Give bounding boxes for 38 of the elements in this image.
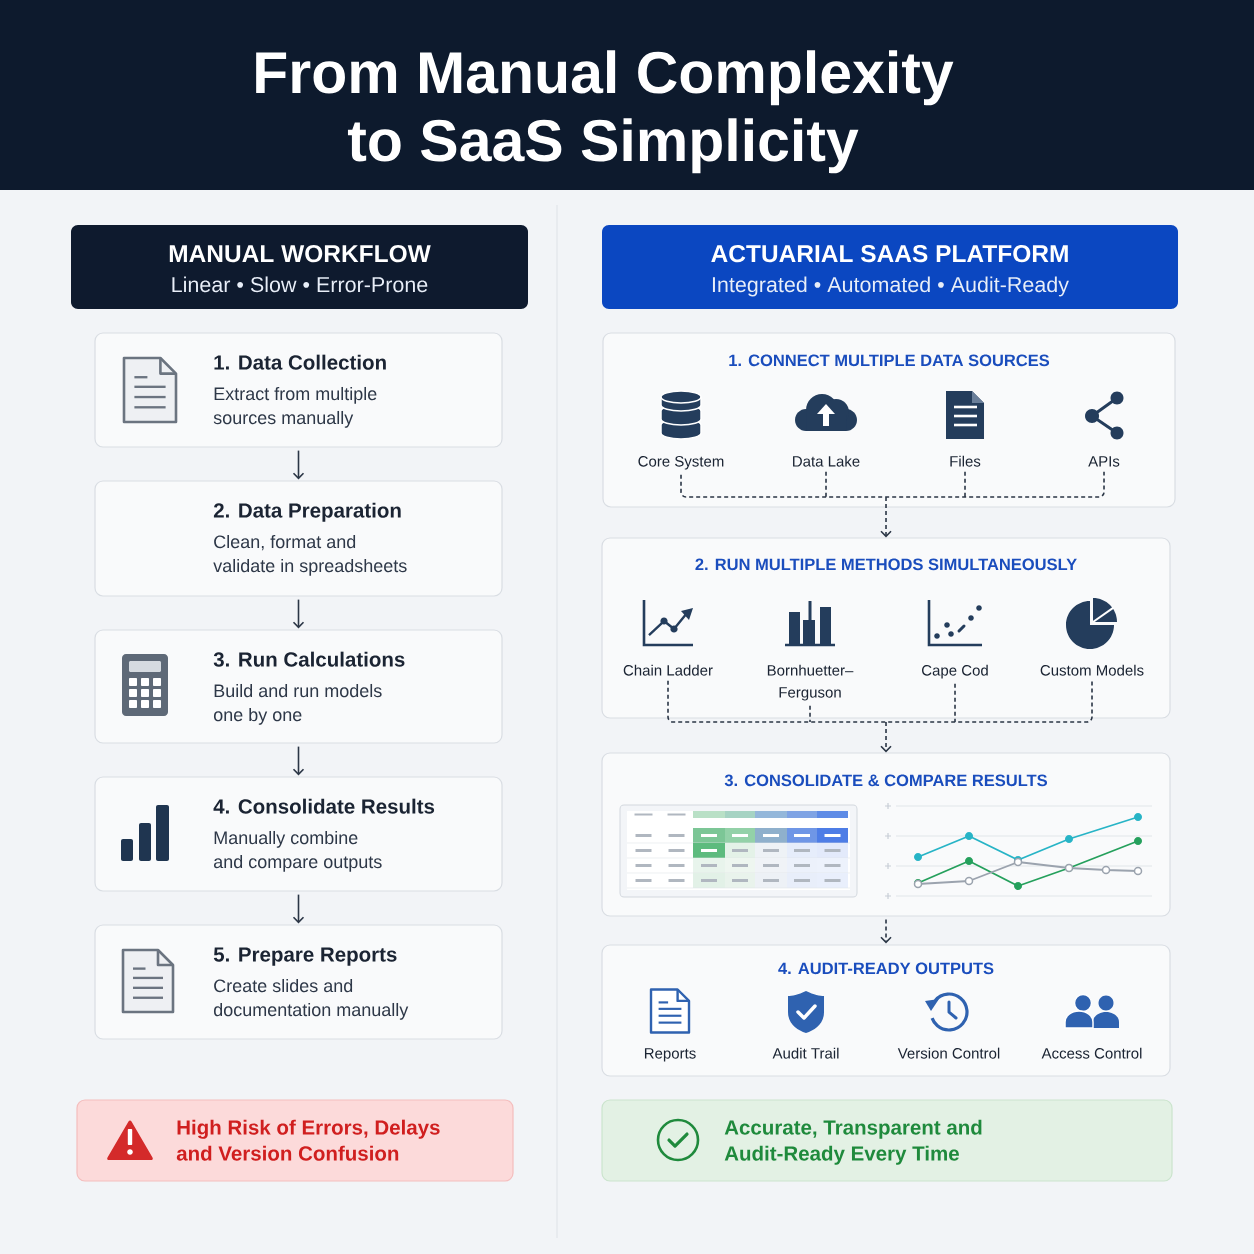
arrow bbox=[880, 918, 892, 944]
arrow bbox=[292, 745, 305, 776]
title-banner: From Manual Complexity to SaaS Simplicity bbox=[0, 0, 1254, 190]
step-heading: 5. Prepare Reports bbox=[213, 947, 397, 966]
step-description: Clean, format and validate in spreadsheets bbox=[213, 534, 407, 576]
header-banner: ACTUARIAL SAAS PLATFORM Integrated • Automated • Audit-Ready bbox=[602, 225, 1178, 309]
item-label: Chain Ladder bbox=[623, 664, 713, 676]
item-label: Data Lake bbox=[793, 455, 860, 467]
callout-text: High Risk of Errors, Delays and Version Confusion bbox=[176, 1119, 440, 1161]
callout-text: Accurate, Transparent and Audit-Ready Every Time bbox=[724, 1119, 982, 1165]
step-description: Manually combine and compare outputs bbox=[213, 830, 382, 872]
panel-heading: 2. RUN MULTIPLE METHODS SIMULTANEOUSLY bbox=[695, 558, 1077, 571]
arrow bbox=[292, 449, 305, 480]
item-label: APIs bbox=[1088, 456, 1120, 467]
arrow bbox=[292, 893, 305, 924]
step-heading: 1. Data Collection bbox=[214, 354, 386, 370]
step-heading: 3. Run Calculations bbox=[213, 651, 405, 667]
item-label: Core System bbox=[638, 456, 724, 470]
panel-heading: 4. AUDIT-READY OUTPUTS bbox=[778, 962, 994, 975]
arrow bbox=[667, 680, 1093, 753]
step-description: Create slides and documentation manually bbox=[213, 978, 409, 1020]
item-label: Bornhuetter–Ferguson bbox=[767, 664, 854, 701]
item-label: Access Control bbox=[1041, 1047, 1142, 1059]
item-label: Audit Trail bbox=[772, 1047, 839, 1059]
item-label: Custom Models bbox=[1040, 664, 1144, 676]
step-heading: 4. Consolidate Results bbox=[213, 798, 435, 814]
header-banner: MANUAL WORKFLOW Linear • Slow • Error-Prone bbox=[71, 225, 528, 309]
arrow bbox=[680, 471, 1105, 538]
item-label: Reports bbox=[644, 1048, 696, 1062]
item-label: Files bbox=[950, 455, 981, 467]
step-description: Extract from multiple sources manually bbox=[213, 386, 377, 428]
step-description: Build and run models one by one bbox=[213, 683, 382, 725]
panel-heading: 1. CONNECT MULTIPLE DATA SOURCES bbox=[729, 354, 1050, 367]
panel-heading: 3. CONSOLIDATE & COMPARE RESULTS bbox=[724, 774, 1047, 787]
item-label: Cape Cod bbox=[922, 664, 988, 679]
step-heading: 2. Data Preparation bbox=[213, 502, 401, 522]
item-label: Version Control bbox=[897, 1047, 1000, 1059]
arrow bbox=[292, 598, 305, 629]
